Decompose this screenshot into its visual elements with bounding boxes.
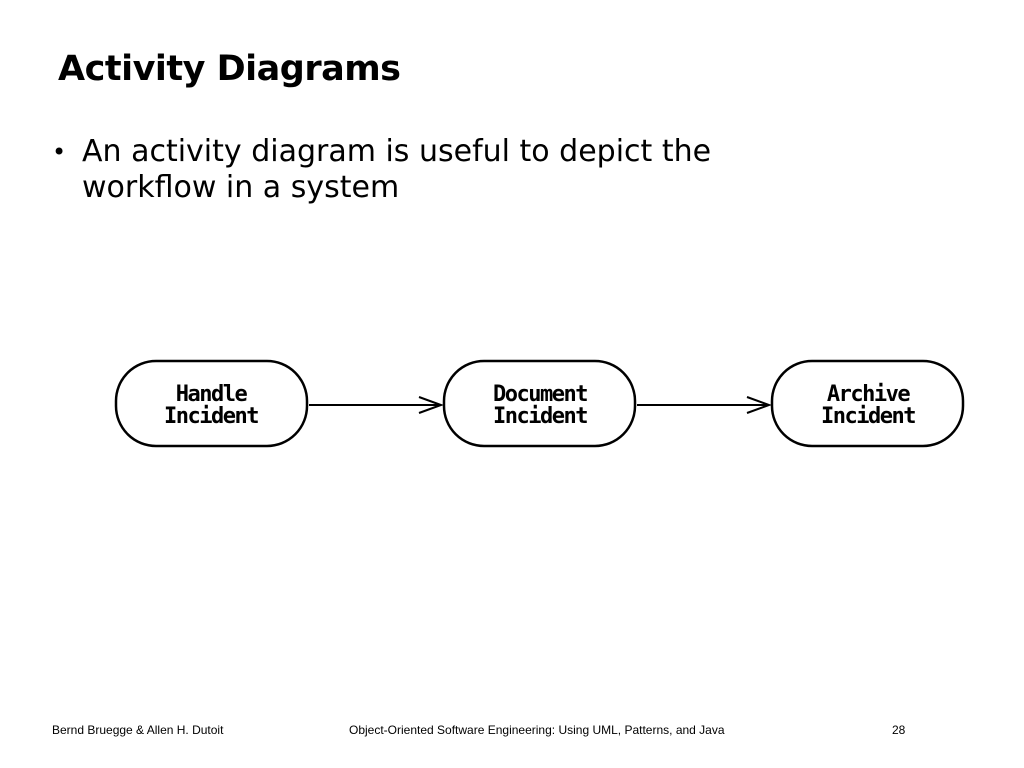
bullet-text: An activity diagram is useful to depict …	[82, 134, 712, 205]
footer-authors: Bernd Bruegge & Allen H. Dutoit	[52, 723, 224, 737]
bullet-item: • An activity diagram is useful to depic…	[52, 134, 952, 206]
activity-node-handle-incident: Handle Incident	[114, 359, 309, 448]
activity-node-label-line1: Archive	[827, 382, 910, 407]
activity-node-shape	[770, 359, 965, 448]
slide-title: Activity Diagrams	[58, 49, 401, 89]
footer-book-title: Object-Oriented Software Engineering: Us…	[349, 723, 725, 737]
activity-node-document-incident: Document Incident	[442, 359, 637, 448]
transition-arrow	[637, 396, 772, 414]
activity-node-archive-incident: Archive Incident	[770, 359, 965, 448]
activity-node-label-line2: Incident	[493, 404, 587, 429]
transition-arrow	[309, 396, 444, 414]
activity-node-label-line2: Incident	[821, 404, 915, 429]
activity-node-label-line2: Incident	[164, 404, 258, 429]
activity-node-label-line1: Document	[493, 382, 587, 407]
footer-page-number: 28	[892, 723, 906, 737]
activity-node-shape	[114, 359, 309, 448]
activity-node-shape	[442, 359, 637, 448]
activity-node-label-line1: Handle	[176, 382, 248, 407]
bullet-list: • An activity diagram is useful to depic…	[52, 134, 952, 206]
bullet-icon: •	[52, 138, 67, 166]
